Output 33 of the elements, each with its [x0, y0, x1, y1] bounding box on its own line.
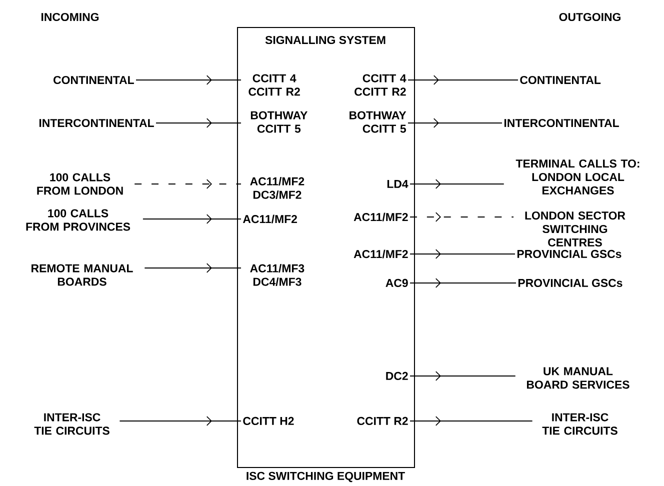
- signalling-label: CCITT 4 CCITT R2: [248, 74, 300, 96]
- signalling-label: AC11/MF2: [354, 250, 408, 258]
- signalling-label: CCITT R2: [357, 416, 408, 426]
- destination-label: INTER-ISC TIE CIRCUITS: [542, 413, 618, 435]
- signalling-label: CCITT H2: [243, 416, 294, 426]
- source-label: CONTINENTAL: [54, 76, 134, 84]
- source-label: INTERCONTINENTAL: [39, 118, 154, 128]
- column-heading: OUTGOING: [559, 12, 620, 22]
- destination-label: PROVINCIAL GSCs: [518, 278, 622, 288]
- destination-label: CONTINENTAL: [520, 76, 601, 84]
- equipment-box: [237, 27, 415, 468]
- signalling-label: LD4: [387, 180, 408, 188]
- signalling-label: AC11/MF2: [354, 212, 408, 222]
- signalling-label: CCITT 4 CCITT R2: [354, 74, 406, 96]
- source-label: 100 CALLS FROM PROVINCES: [26, 209, 130, 231]
- destination-label: INTERCONTINENTAL: [504, 118, 619, 128]
- source-label: REMOTE MANUAL BOARDS: [32, 264, 133, 286]
- signalling-label: AC9: [386, 278, 408, 288]
- box-heading: ISC SWITCHING EQUIPMENT: [246, 472, 405, 482]
- destination-label: TERMINAL CALLS TO: LONDON LOCAL EXCHANGES: [516, 160, 640, 194]
- signalling-label: AC11/MF3 DC4/MF3: [250, 264, 304, 286]
- destination-label: PROVINCIAL GSCs: [517, 250, 622, 258]
- signalling-label: DC2: [386, 372, 408, 380]
- signalling-label: BOTHWAY CCITT 5: [350, 111, 406, 133]
- box-heading: SIGNALLING SYSTEM: [265, 36, 386, 44]
- source-label: INTER-ISC TIE CIRCUITS: [34, 413, 110, 435]
- signalling-label: BOTHWAY CCITT 5: [250, 111, 308, 133]
- destination-label: LONDON SECTOR SWITCHING CENTRES: [525, 212, 626, 246]
- signalling-label: AC11/MF2 DC3/MF2: [250, 177, 304, 199]
- destination-label: UK MANUAL BOARD SERVICES: [527, 367, 630, 389]
- source-label: 100 CALLS FROM LONDON: [37, 173, 123, 195]
- column-heading: INCOMING: [42, 12, 99, 22]
- signalling-label: AC11/MF2: [242, 214, 297, 224]
